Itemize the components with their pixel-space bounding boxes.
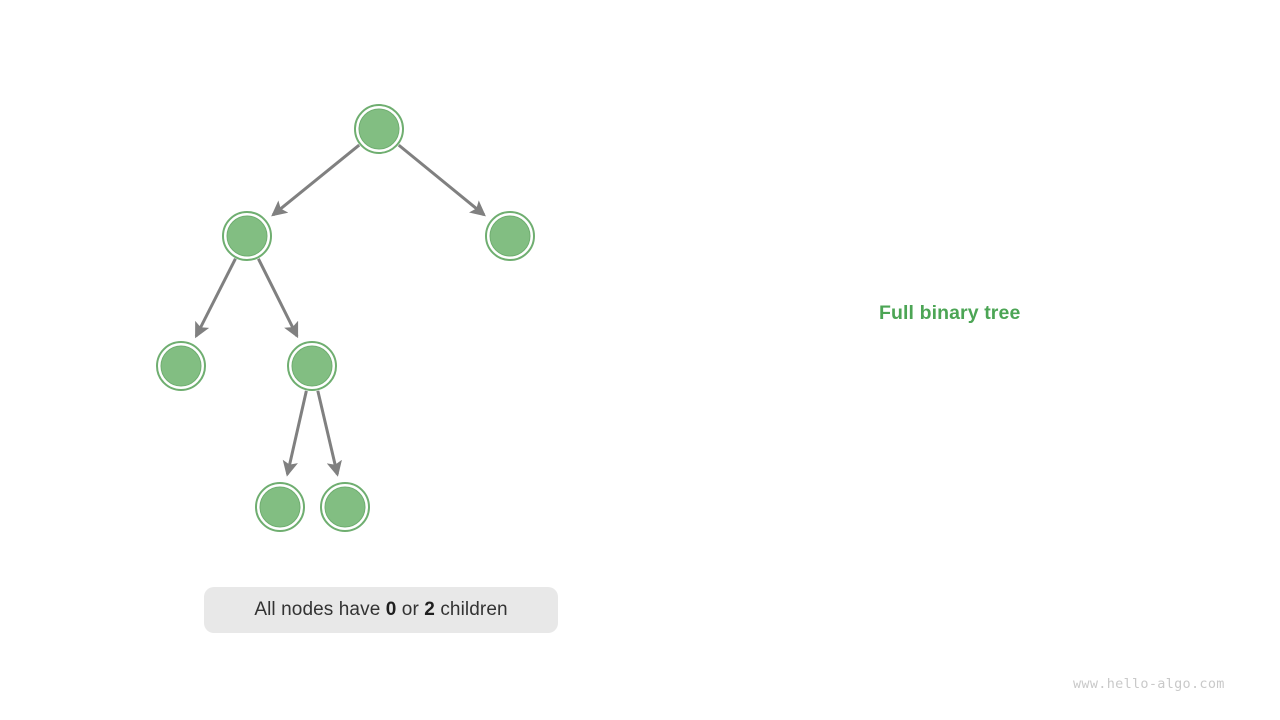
caption-text: All nodes have 0 or 2 children xyxy=(254,599,507,621)
tree-node[interactable] xyxy=(287,341,337,391)
caption-middle: or xyxy=(396,599,425,620)
tree-edge xyxy=(271,143,361,217)
tree-node-circle xyxy=(259,486,301,528)
tree-node-ring xyxy=(287,341,337,391)
tree-node-ring xyxy=(156,341,206,391)
tree-node[interactable] xyxy=(485,211,535,261)
page-title: Full binary tree xyxy=(879,302,1021,324)
tree-node-circle xyxy=(291,345,333,387)
tree-edge xyxy=(194,258,237,339)
tree-edge xyxy=(282,390,308,477)
tree-node-circle xyxy=(358,108,400,150)
tree-node-ring xyxy=(222,211,272,261)
tree-node-circle xyxy=(324,486,366,528)
tree-node[interactable] xyxy=(255,482,305,532)
tree-node-ring xyxy=(320,482,370,532)
tree-edge xyxy=(257,258,299,339)
node-layer xyxy=(156,104,535,532)
tree-node[interactable] xyxy=(222,211,272,261)
tree-node-ring xyxy=(354,104,404,154)
tree-node-ring xyxy=(485,211,535,261)
caption-value-one: 0 xyxy=(385,599,397,620)
tree-node-ring xyxy=(255,482,305,532)
tree-node[interactable] xyxy=(156,341,206,391)
caption-value-two: 2 xyxy=(424,599,435,620)
caption-suffix: children xyxy=(434,599,508,620)
edge-layer xyxy=(194,143,486,477)
tree-node-circle xyxy=(489,215,531,257)
tree-edge xyxy=(316,390,342,477)
tree-node-circle xyxy=(160,345,202,387)
caption-box: All nodes have 0 or 2 children xyxy=(204,587,558,633)
watermark: www.hello-algo.com xyxy=(1073,676,1225,692)
tree-edge xyxy=(397,143,486,217)
caption-prefix: All nodes have xyxy=(254,599,386,620)
tree-node[interactable] xyxy=(320,482,370,532)
tree-node-circle xyxy=(226,215,268,257)
tree-node[interactable] xyxy=(354,104,404,154)
